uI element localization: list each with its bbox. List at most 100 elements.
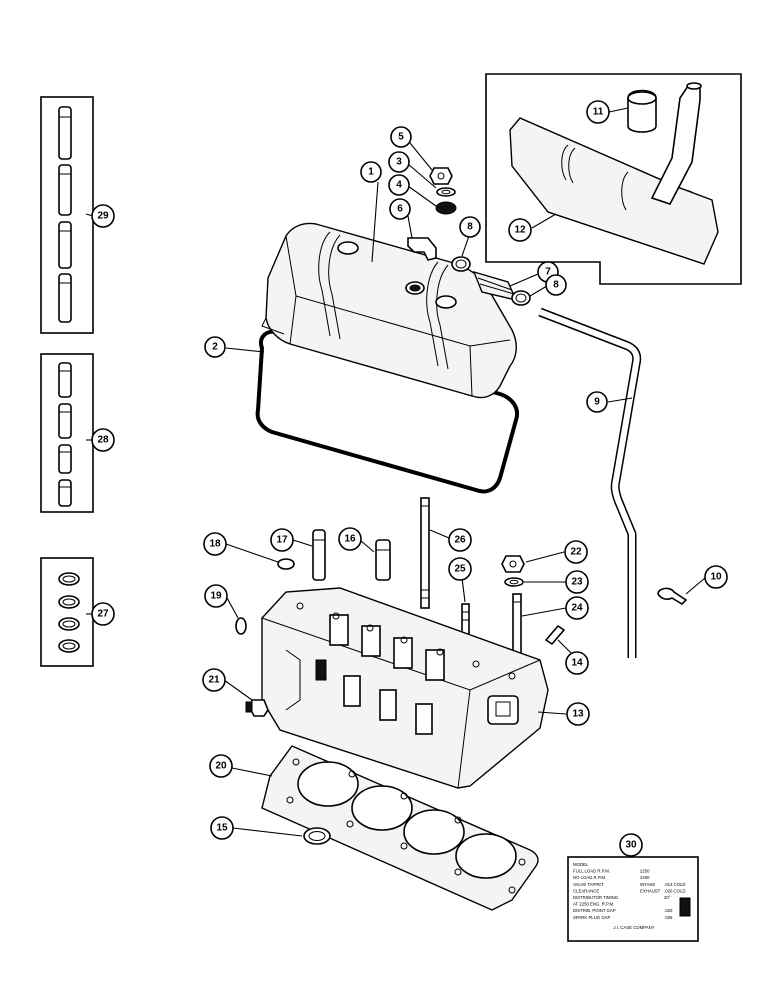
svg-text:27: 27 bbox=[97, 609, 109, 620]
callout-8-lower: 8 bbox=[545, 274, 567, 296]
svg-text:22: 22 bbox=[570, 547, 582, 558]
svg-text:5: 5 bbox=[398, 132, 404, 143]
spec-row-col2: .014 COLD bbox=[664, 882, 686, 887]
callout-8-upper: 8 bbox=[459, 216, 481, 238]
tee-fitting-6 bbox=[407, 237, 437, 261]
valve-cover-1 bbox=[261, 222, 517, 399]
callout-27: 27 bbox=[91, 602, 115, 626]
stud-26 bbox=[420, 497, 430, 609]
leader-lines bbox=[85, 107, 706, 837]
callout-24: 24 bbox=[565, 596, 589, 620]
callout-13: 13 bbox=[566, 702, 590, 726]
callout-10: 10 bbox=[704, 565, 728, 589]
expansion-plug-15 bbox=[303, 827, 331, 845]
nut-5 bbox=[429, 167, 453, 185]
washer-23 bbox=[504, 577, 524, 587]
washer-3 bbox=[436, 187, 456, 197]
svg-text:23: 23 bbox=[571, 577, 583, 588]
callout-25: 25 bbox=[448, 557, 472, 581]
callout-6: 6 bbox=[389, 198, 411, 220]
callout-4: 4 bbox=[388, 174, 410, 196]
svg-text:7: 7 bbox=[545, 267, 551, 278]
svg-text:10: 10 bbox=[710, 572, 722, 583]
svg-text:8: 8 bbox=[553, 280, 559, 291]
inset-valve-cover-12 bbox=[509, 117, 719, 265]
spec-row-label: FULL LOAD R.P.M. bbox=[573, 869, 610, 874]
spec-row-label: CLEARANCE bbox=[573, 888, 599, 893]
svg-text:28: 28 bbox=[97, 435, 109, 446]
nut-22 bbox=[501, 555, 525, 573]
svg-text:1: 1 bbox=[368, 167, 374, 178]
valve-guide-set-29 bbox=[58, 106, 72, 323]
breather-tube-9 bbox=[538, 307, 642, 658]
callout-11: 11 bbox=[586, 100, 610, 124]
valve-cover-gasket-2 bbox=[255, 329, 519, 494]
spec-plate-company: J.I. CASE COMPANY bbox=[613, 925, 654, 930]
spec-row-col2: .020 COLD bbox=[664, 888, 686, 893]
spec-row-label: DISTRIB. POINT GAP bbox=[573, 908, 616, 913]
svg-text:14: 14 bbox=[571, 658, 583, 669]
kit-box-28 bbox=[40, 353, 94, 513]
svg-text:11: 11 bbox=[593, 107, 604, 118]
svg-text:16: 16 bbox=[344, 534, 356, 545]
callout-26: 26 bbox=[448, 528, 472, 552]
head-gasket-20 bbox=[261, 745, 539, 911]
svg-text:19: 19 bbox=[210, 591, 222, 602]
stud-25 bbox=[461, 603, 470, 635]
kit-box-27 bbox=[40, 557, 94, 667]
callout-16: 16 bbox=[338, 527, 362, 551]
callout-9: 9 bbox=[586, 391, 608, 413]
tube-clip-10 bbox=[657, 587, 688, 606]
callout-12: 12 bbox=[508, 218, 532, 242]
callout-1: 1 bbox=[360, 161, 382, 183]
callout-18: 18 bbox=[203, 532, 227, 556]
svg-text:20: 20 bbox=[215, 761, 227, 772]
callout-3: 3 bbox=[388, 151, 410, 173]
svg-text:12: 12 bbox=[514, 225, 526, 236]
callout-19: 19 bbox=[204, 584, 228, 608]
callout-21: 21 bbox=[202, 668, 226, 692]
spec-row-label: MODEL bbox=[573, 862, 589, 867]
spec-row-col2: 20° bbox=[664, 895, 671, 900]
valve-guide-16 bbox=[375, 539, 391, 581]
valve-seat-set-27 bbox=[58, 572, 80, 653]
spec-row-col1: EXHAUST bbox=[640, 888, 661, 893]
svg-text:26: 26 bbox=[454, 535, 466, 546]
callout-17: 17 bbox=[270, 528, 294, 552]
callout-30: 30 bbox=[619, 833, 643, 857]
spec-row-label: DISTRIBUTOR TIMING bbox=[573, 895, 619, 900]
spec-row-col2: .020 bbox=[664, 908, 673, 913]
expansion-plug-18 bbox=[277, 558, 295, 570]
callout-20: 20 bbox=[209, 754, 233, 778]
kit-box-29 bbox=[40, 96, 94, 334]
spec-row-col1: 2250 bbox=[640, 869, 650, 874]
svg-text:6: 6 bbox=[397, 204, 403, 215]
inset-breather-tube bbox=[650, 82, 702, 205]
spec-row-col2: .025 bbox=[664, 915, 673, 920]
callout-5: 5 bbox=[390, 126, 412, 148]
svg-text:8: 8 bbox=[467, 222, 473, 233]
callout-28: 28 bbox=[91, 428, 115, 452]
sender-21 bbox=[245, 699, 269, 717]
callout-23: 23 bbox=[565, 570, 589, 594]
callout-14: 14 bbox=[565, 651, 589, 675]
cylinder-head-13 bbox=[261, 587, 549, 789]
inset-box bbox=[485, 73, 742, 285]
case-logo-icon bbox=[679, 897, 691, 917]
callout-15: 15 bbox=[210, 816, 234, 840]
svg-text:18: 18 bbox=[209, 539, 221, 550]
clamp-8-upper bbox=[451, 256, 471, 272]
spec-row-label: VALVE TAPPET bbox=[573, 882, 604, 887]
spec-row-label: AT 2250 ENG. R.P.M. bbox=[573, 902, 614, 907]
grommet-4 bbox=[435, 201, 457, 215]
svg-text:24: 24 bbox=[571, 603, 583, 614]
svg-text:30: 30 bbox=[625, 840, 637, 851]
svg-text:4: 4 bbox=[396, 180, 402, 191]
svg-text:13: 13 bbox=[572, 709, 584, 720]
svg-text:9: 9 bbox=[594, 397, 600, 408]
dowel-pin-14 bbox=[544, 624, 566, 646]
spec-row-col1: INTAKE bbox=[640, 882, 655, 887]
clamp-8-lower bbox=[511, 290, 531, 306]
